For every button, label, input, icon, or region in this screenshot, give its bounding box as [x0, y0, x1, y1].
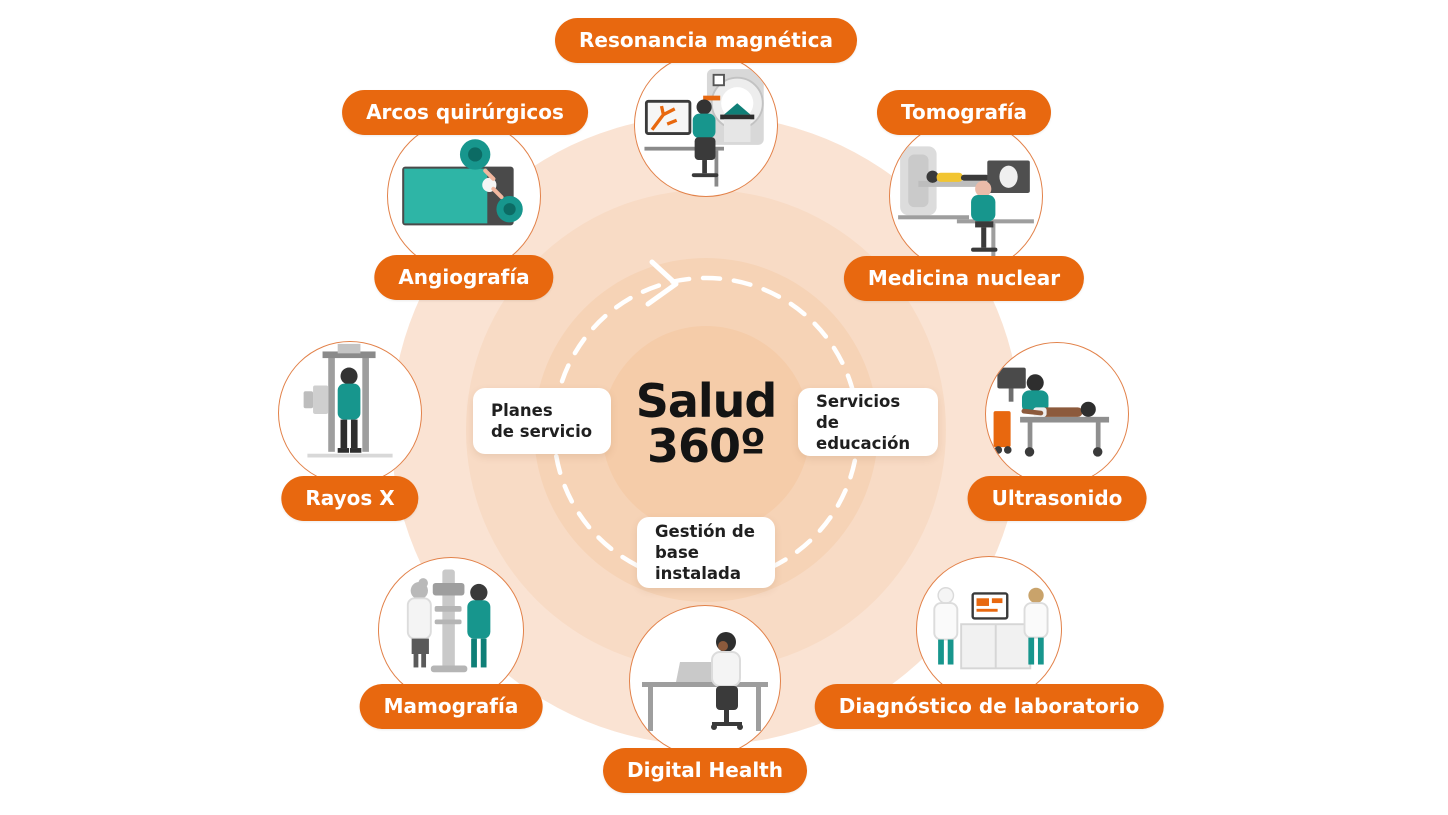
digital-health-desk-icon: [642, 632, 768, 731]
service-pill-medicina-nuclear[interactable]: Medicina nuclear: [843, 256, 1085, 301]
center-box-line: Servicios: [816, 391, 901, 411]
center-box-planes-de-servicio: Planes de servicio: [473, 388, 611, 454]
mammography-unit-icon: [406, 569, 491, 673]
service-pill-digital-health[interactable]: Digital Health: [603, 748, 807, 793]
digital-health-illustration-circle: [629, 605, 781, 757]
center-box-line: de servicio: [491, 422, 593, 441]
ultrasound-illustration-circle: [985, 342, 1129, 486]
lab-workstation-icon: [933, 587, 1049, 670]
service-pill-arcos-quirurgicos[interactable]: Arcos quirúrgicos: [342, 90, 588, 135]
ct-illustration-circle: [889, 119, 1043, 273]
service-pill-resonancia-magnetica[interactable]: Resonancia magnética: [555, 18, 857, 63]
center-box-line: Gestión de: [655, 522, 755, 541]
service-pill-mamografia[interactable]: Mamografía: [359, 684, 543, 729]
ct-scanner-icon: [898, 146, 1034, 258]
service-pill-tomografia[interactable]: Tomografía: [876, 90, 1052, 135]
lab-illustration-circle: [916, 556, 1062, 702]
service-pill-rayos-x[interactable]: Rayos X: [281, 476, 419, 521]
service-pill-diagnostico-laboratorio[interactable]: Diagnóstico de laboratorio: [814, 684, 1164, 729]
ultrasound-exam-icon: [993, 367, 1110, 457]
mri-scanner-icon: [644, 69, 764, 187]
center-box-servicios-de-educacion: Servicios de educación: [798, 388, 938, 456]
mammography-illustration-circle: [378, 557, 524, 703]
page-title: Salud 360º: [635, 374, 778, 473]
center-box-line: base instalada: [655, 543, 741, 583]
service-pill-ultrasonido[interactable]: Ultrasonido: [967, 476, 1147, 521]
center-box-line: de educación: [816, 412, 911, 453]
mri-illustration-circle: [634, 53, 778, 197]
title-line-1: Salud: [635, 374, 778, 428]
center-box-gestion-base-instalada: Gestión de base instalada: [637, 517, 775, 588]
xray-illustration-circle: [278, 341, 422, 485]
center-box-line: Planes: [491, 401, 553, 420]
surgical-illustration-circle: [387, 119, 541, 273]
title-line-2: 360º: [647, 419, 766, 473]
surgical-arc-icon: [402, 139, 523, 226]
service-pill-angiografia[interactable]: Angiografía: [374, 255, 554, 300]
x-ray-stand-icon: [303, 343, 393, 458]
